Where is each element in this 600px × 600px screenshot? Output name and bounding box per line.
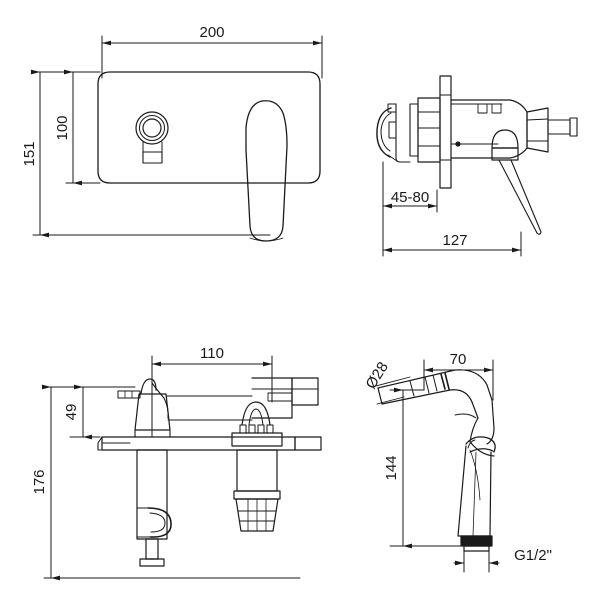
outlet-assembly	[231, 377, 319, 532]
dimension-127: 127	[382, 211, 522, 257]
dimension-200: 200	[101, 24, 323, 79]
dimension-45-80: 45-80	[382, 161, 438, 213]
cartridge-housing	[409, 97, 441, 163]
view-front-elevation: 200 151 100	[21, 24, 323, 242]
dimension-label-127: 127	[442, 232, 467, 249]
view-spray-head: Ø28 70 144 G1/2"	[362, 351, 552, 573]
trigger-lever	[465, 436, 496, 457]
lever-arm-side	[491, 129, 542, 235]
dimension-label-diameter-28: Ø28	[362, 359, 391, 392]
wall-plate-outline	[97, 71, 321, 184]
stem-and-hook	[136, 449, 172, 567]
sprayer-grip	[457, 445, 492, 537]
dimension-label-176: 176	[31, 469, 48, 494]
dimension-label-45-80: 45-80	[391, 189, 429, 206]
hose-hook-bracket	[376, 103, 411, 163]
wall-flange	[439, 75, 452, 189]
view-top-section: 110 49 176	[31, 345, 322, 581]
dimension-100: 100	[54, 69, 101, 186]
thread-connector	[460, 535, 493, 552]
dimension-label-144: 144	[383, 455, 400, 480]
dimension-label-thread-g12: G1/2"	[514, 547, 552, 564]
dimension-151: 151	[21, 69, 271, 238]
lever-handle	[245, 100, 288, 242]
dimension-label-70: 70	[450, 351, 467, 368]
dimension-176: 176	[31, 384, 301, 581]
plate-slab	[97, 436, 322, 451]
sprayer-barrel	[377, 369, 493, 419]
dimension-70: 70	[423, 351, 494, 401]
dimension-label-200: 200	[199, 24, 224, 41]
dimension-label-49: 49	[63, 404, 80, 421]
dimension-110: 110	[151, 345, 273, 438]
dimension-label-151: 151	[21, 141, 38, 166]
dimension-label-100: 100	[54, 115, 71, 140]
dimension-144: 144	[383, 387, 465, 549]
handle-post	[117, 378, 171, 438]
handle-end-cap	[526, 107, 578, 153]
dimension-thread-g12: G1/2"	[453, 545, 552, 573]
dimension-49: 49	[63, 384, 136, 440]
dimension-label-110: 110	[200, 345, 224, 362]
mixer-body-side	[450, 99, 528, 159]
body-tube	[165, 395, 253, 421]
outlet-rosette	[135, 111, 169, 164]
view-side-elevation: 45-80 127	[376, 75, 578, 257]
